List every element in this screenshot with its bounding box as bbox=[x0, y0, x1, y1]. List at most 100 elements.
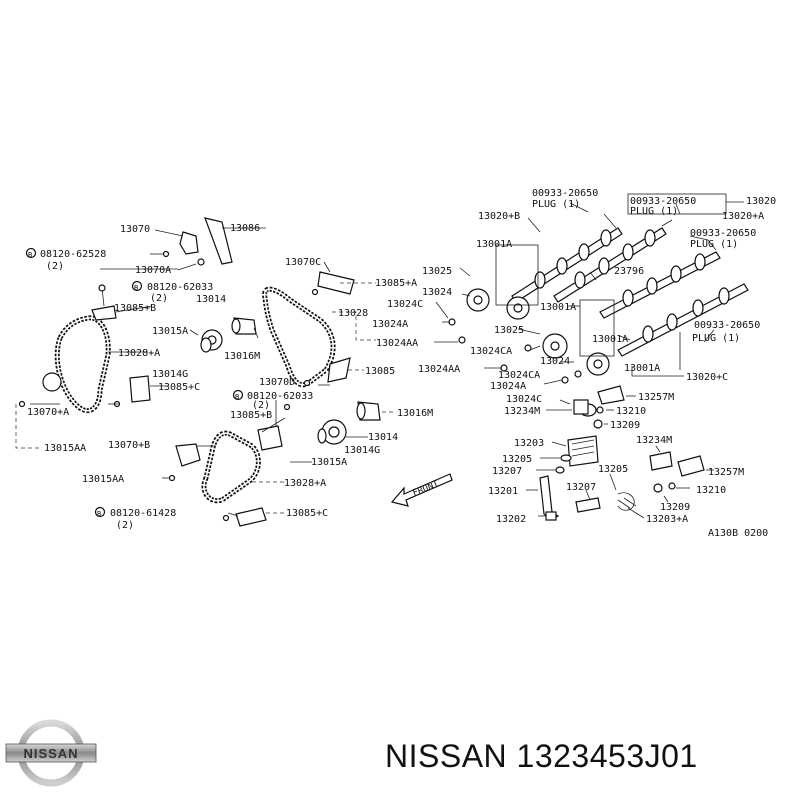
diagram-reference-code: A130B 0200 bbox=[708, 528, 768, 539]
part-label: 13001A bbox=[624, 363, 660, 374]
bolt-icon bbox=[283, 403, 291, 411]
part-label: 13014 bbox=[196, 294, 226, 305]
part-label: 13020+B bbox=[478, 211, 520, 222]
part-label: 08120-62033 bbox=[247, 391, 313, 402]
chain-guide-13086 bbox=[204, 217, 233, 265]
logo-wordmark: NISSAN bbox=[23, 746, 78, 761]
part-label: 13024C bbox=[387, 299, 423, 310]
part-label: 13207 bbox=[566, 482, 596, 493]
crank-sprocket bbox=[42, 372, 62, 392]
part-label: 08120-62528 bbox=[40, 249, 106, 260]
part-label: 13070C bbox=[285, 257, 321, 268]
part-label: PLUG (1) bbox=[630, 206, 678, 217]
part-label: 13207 bbox=[492, 466, 522, 477]
bolt-icon bbox=[458, 336, 466, 344]
part-label: PLUG (1) bbox=[692, 333, 740, 344]
part-label: 13020+C bbox=[686, 372, 728, 383]
part-label: (2) bbox=[46, 261, 64, 272]
bolt-ref-symbol: B bbox=[94, 506, 106, 518]
nissan-logo: NISSAN bbox=[5, 719, 97, 787]
part-label: 13085+B bbox=[114, 303, 156, 314]
part-label: 13014G bbox=[344, 445, 380, 456]
chain-guide-13085 bbox=[327, 357, 351, 383]
part-label: PLUG (1) bbox=[532, 199, 580, 210]
part-label: 13024C bbox=[506, 394, 542, 405]
part-label: 13024 bbox=[540, 356, 570, 367]
part-label: 13257M bbox=[638, 392, 674, 403]
part-label: 13086 bbox=[230, 223, 260, 234]
part-label: 13024CA bbox=[498, 370, 540, 381]
part-number-caption: NISSAN 1323453J01 bbox=[385, 738, 698, 774]
bolt-ref-symbol: B bbox=[232, 389, 244, 401]
bolt-icon bbox=[524, 344, 532, 352]
part-label: 13024A bbox=[372, 319, 408, 330]
bolt-icon bbox=[311, 288, 319, 296]
part-label: 23796 bbox=[614, 266, 644, 277]
part-label: 13014 bbox=[368, 432, 398, 443]
part-label: 13024AA bbox=[418, 364, 460, 375]
part-label: 13202 bbox=[496, 514, 526, 525]
part-label: 13024A bbox=[490, 381, 526, 392]
leader-lines-left bbox=[15, 268, 396, 517]
part-label: 13210 bbox=[616, 406, 646, 417]
part-label: 13028+A bbox=[118, 348, 160, 359]
chain-tensioner-13085C bbox=[129, 375, 151, 403]
bolt-icon bbox=[98, 284, 106, 292]
bracket-box-13001A-lower bbox=[579, 299, 615, 357]
part-label: 13210 bbox=[696, 485, 726, 496]
part-label: 13024 bbox=[422, 287, 452, 298]
camshaft-13020C bbox=[617, 283, 749, 357]
part-label: 13201 bbox=[488, 486, 518, 497]
part-label: 13203+A bbox=[646, 514, 688, 525]
part-label: 13085+C bbox=[158, 382, 200, 393]
part-label: 13015A bbox=[152, 326, 188, 337]
bolt-icon bbox=[162, 250, 170, 258]
front-label: FRONT bbox=[411, 479, 440, 499]
chain-tensioner-13085B bbox=[257, 425, 283, 451]
part-label: 13234M bbox=[504, 406, 540, 417]
part-label: 13001A bbox=[592, 334, 628, 345]
bolt-icon bbox=[222, 514, 230, 522]
part-label: 13015A bbox=[311, 457, 347, 468]
part-label: (2) bbox=[252, 400, 270, 411]
part-label: 00933-20650 bbox=[630, 196, 696, 207]
chain-tensioner-13070B bbox=[175, 443, 201, 467]
part-label: (2) bbox=[116, 520, 134, 531]
part-label: PLUG (1) bbox=[690, 239, 738, 250]
bolt-icon bbox=[18, 400, 26, 408]
svg-text:B: B bbox=[28, 251, 32, 259]
part-label: 13205 bbox=[598, 464, 628, 475]
part-label: 13070 bbox=[120, 224, 150, 235]
part-label: 13025 bbox=[422, 266, 452, 277]
chain-guide bbox=[91, 305, 117, 321]
part-label: 13016M bbox=[224, 351, 260, 362]
part-label: 13028+A bbox=[284, 478, 326, 489]
bolt-icon bbox=[168, 474, 176, 482]
part-label: 13070+B bbox=[108, 440, 150, 451]
part-label: 08120-61428 bbox=[110, 508, 176, 519]
camshaft-13020 bbox=[599, 251, 721, 319]
chain-tensioner-13070 bbox=[179, 231, 199, 255]
camshaft-13020A bbox=[553, 227, 667, 303]
part-labels: 13070 13086 B 08120-62528 (2) 13070A 130… bbox=[25, 188, 776, 539]
part-label: 13257M bbox=[708, 467, 744, 478]
part-label: 13205 bbox=[502, 454, 532, 465]
part-label: 00933-20650 bbox=[694, 320, 760, 331]
timing-chain-13028A-lower bbox=[201, 430, 261, 504]
svg-text:B: B bbox=[97, 510, 101, 518]
part-label: 13014G bbox=[152, 369, 188, 380]
part-label: 13234M bbox=[636, 435, 672, 446]
front-direction-arrow bbox=[390, 473, 453, 507]
bolt-ref-symbol: B bbox=[25, 247, 37, 259]
part-label: 13015AA bbox=[44, 443, 86, 454]
chain-guide-13085C bbox=[235, 507, 267, 527]
part-label: 13024AA bbox=[376, 338, 418, 349]
part-label: 13020 bbox=[746, 196, 776, 207]
sprocket-washer bbox=[200, 337, 212, 353]
part-label: 13209 bbox=[660, 502, 690, 513]
chain-guide-13085A bbox=[317, 271, 355, 295]
bracket-box-13001A bbox=[495, 244, 539, 306]
part-label: 13085+A bbox=[375, 278, 417, 289]
svg-text:B: B bbox=[235, 393, 239, 401]
part-label: 13016M bbox=[397, 408, 433, 419]
